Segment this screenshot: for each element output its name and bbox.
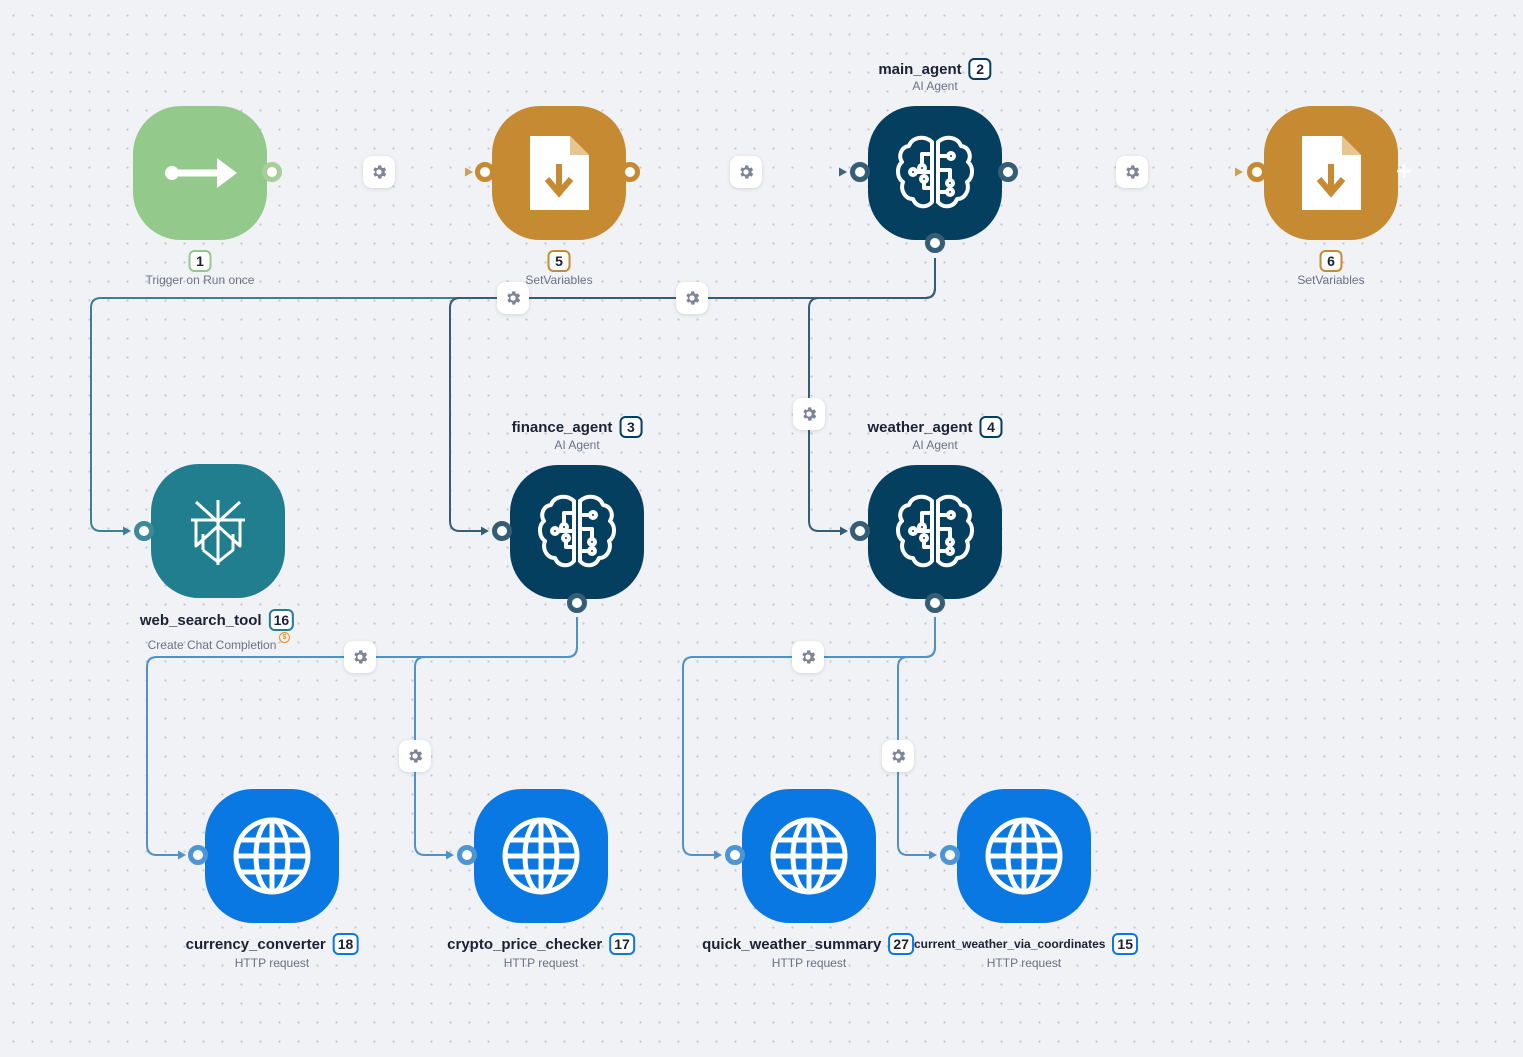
node-subtitle: AI Agent (912, 438, 958, 452)
edge-settings-gear-icon[interactable] (399, 740, 431, 772)
node-number-badge: 17 (609, 933, 635, 955)
input-port[interactable] (475, 162, 495, 182)
node-title: main_agent (878, 60, 962, 78)
node-label: quick_weather_summary 27 (702, 933, 914, 955)
input-port[interactable] (492, 521, 512, 541)
node-label: 6 (1319, 250, 1343, 272)
edge-finance-crypto (414, 617, 578, 856)
node-subtitle: Create Chat Completion (147, 638, 277, 652)
globe-icon (502, 817, 580, 895)
node-number-badge: 27 (888, 933, 914, 955)
node-label: weather_agent 4 (867, 416, 1003, 438)
node-label: 5 (547, 250, 571, 272)
web-search-tool-node[interactable] (151, 464, 285, 598)
node-title: crypto_price_checker (447, 935, 603, 953)
file-download-icon (1302, 136, 1361, 210)
node-number-badge: 4 (979, 416, 1003, 438)
brain-icon (538, 494, 616, 568)
edge-settings-gear-icon[interactable] (363, 156, 395, 188)
quick-weather-summary-node[interactable] (742, 789, 876, 923)
add-node-plus-icon[interactable]: + (1394, 159, 1414, 184)
output-port[interactable] (620, 162, 640, 182)
node-subtitle: AI Agent (554, 438, 600, 452)
node-subtitle: SetVariables (525, 273, 593, 287)
arrowheads (123, 167, 1243, 860)
edge-settings-gear-icon[interactable] (497, 282, 529, 314)
input-port[interactable] (1247, 162, 1267, 182)
trigger-node[interactable] (133, 106, 267, 240)
node-title: finance_agent (511, 418, 613, 436)
edge-settings-gear-icon[interactable] (792, 641, 824, 673)
file-download-icon (530, 136, 589, 210)
node-title: currency_converter (185, 935, 326, 953)
node-subtitle: HTTP request (986, 956, 1062, 970)
setvariables-node[interactable] (1264, 106, 1398, 240)
tool-output-port[interactable] (925, 233, 945, 253)
node-number-badge: 16 (268, 609, 295, 631)
node-subtitle: Trigger on Run once (145, 273, 255, 287)
node-subtitle: AI Agent (912, 79, 958, 93)
node-label: web_search_tool 16 (139, 609, 295, 631)
perplexity-icon (191, 500, 245, 565)
node-subtitle: SetVariables (1297, 273, 1365, 287)
edge-settings-gear-icon[interactable] (730, 156, 762, 188)
brain-icon (896, 135, 974, 209)
input-port[interactable] (134, 521, 154, 541)
node-subtitle: HTTP request (771, 956, 847, 970)
node-subtitle: HTTP request (234, 956, 310, 970)
node-number-badge: 1 (188, 250, 212, 272)
node-number-badge: 5 (547, 250, 571, 272)
edge-settings-gear-icon[interactable] (1116, 156, 1148, 188)
warning-icon: $ (279, 632, 290, 643)
input-port[interactable] (457, 845, 477, 865)
node-label: finance_agent 3 (512, 416, 643, 438)
globe-icon (233, 817, 311, 895)
node-number-badge: 2 (968, 58, 992, 80)
tool-output-port[interactable] (925, 593, 945, 613)
edge-main-weather (808, 258, 936, 532)
edge-settings-gear-icon[interactable] (344, 641, 376, 673)
node-number-badge: 15 (1112, 933, 1138, 955)
node-title: current_weather_via_coordinates (914, 937, 1106, 951)
input-port[interactable] (725, 845, 745, 865)
brain-icon (896, 494, 974, 568)
input-port[interactable] (188, 845, 208, 865)
finance-agent-node[interactable] (510, 465, 644, 599)
main-agent-node[interactable] (868, 106, 1002, 240)
node-label: 1 (188, 250, 212, 272)
globe-icon (770, 817, 848, 895)
output-port[interactable] (262, 162, 282, 182)
node-number-badge: 6 (1319, 250, 1343, 272)
node-label: currency_converter 18 (186, 933, 359, 955)
currency-converter-node[interactable] (205, 789, 339, 923)
arrow-right-icon (165, 158, 237, 188)
node-label: crypto_price_checker 17 (447, 933, 635, 955)
node-title: web_search_tool (139, 611, 262, 629)
node-subtitle: HTTP request (503, 956, 579, 970)
setvariables-node[interactable] (492, 106, 626, 240)
input-port[interactable] (940, 845, 960, 865)
node-number-badge: 18 (332, 933, 359, 955)
input-port[interactable] (850, 521, 870, 541)
edge-settings-gear-icon[interactable] (882, 740, 914, 772)
node-number-badge: 3 (619, 416, 643, 438)
crypto-price-checker-node[interactable] (474, 789, 608, 923)
edge-settings-gear-icon[interactable] (793, 398, 825, 430)
tool-output-port[interactable] (567, 593, 587, 613)
weather-agent-node[interactable] (868, 465, 1002, 599)
node-title: weather_agent (867, 418, 973, 436)
node-title: quick_weather_summary (702, 935, 882, 953)
edge-settings-gear-icon[interactable] (676, 282, 708, 314)
input-port[interactable] (850, 162, 870, 182)
edge-weather-current (897, 617, 936, 856)
current-weather-node[interactable] (957, 789, 1091, 923)
node-label: main_agent 2 (878, 58, 992, 80)
globe-icon (985, 817, 1063, 895)
output-port[interactable] (998, 162, 1018, 182)
node-label: current_weather_via_coordinates 15 (914, 933, 1138, 955)
